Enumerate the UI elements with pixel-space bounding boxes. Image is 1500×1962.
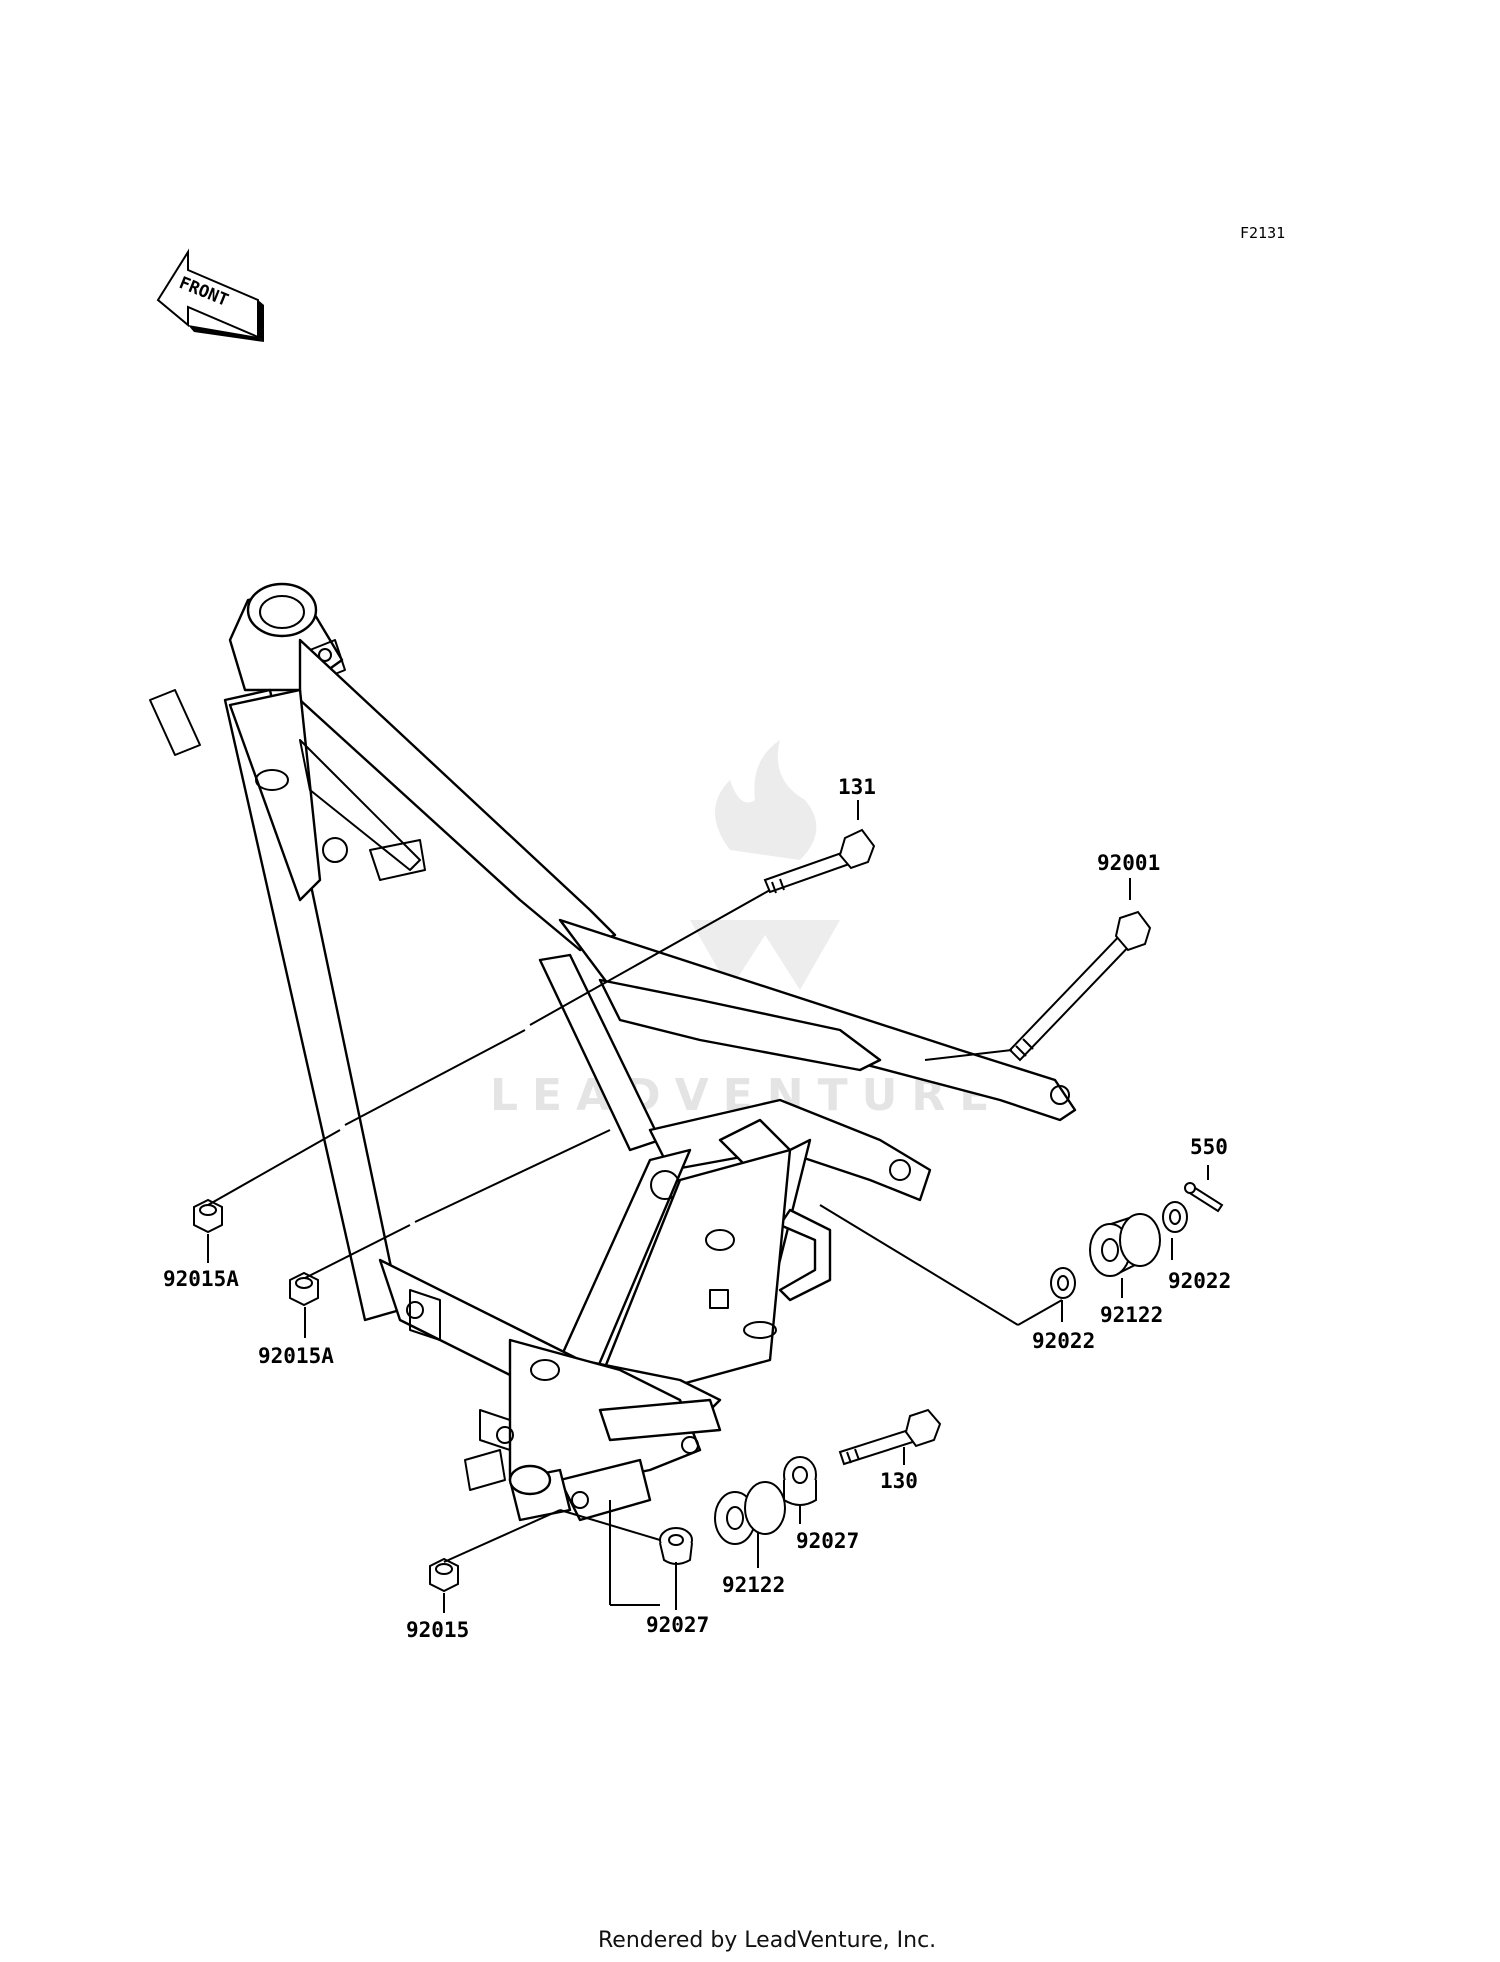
callout-92015: 92015 — [406, 1618, 469, 1642]
callouts: 131 92001 550 92015A 92015A 92015 92022 … — [163, 775, 1231, 1642]
collar-92027-b-icon — [783, 1456, 817, 1506]
nut-92015-icon — [429, 1557, 459, 1593]
collar-92027-a-icon — [659, 1527, 693, 1565]
bushing-92122-b-icon — [714, 1481, 786, 1545]
washer-92022-b-icon — [1162, 1201, 1188, 1233]
bolt-92001-icon — [1008, 910, 1152, 1062]
front-arrow-icon: FRONT — [156, 248, 264, 342]
callout-92022-left: 92022 — [1032, 1329, 1095, 1353]
callout-131: 131 — [838, 775, 876, 799]
bolt-131-icon — [763, 828, 876, 894]
callout-92122-upper: 92122 — [1100, 1303, 1163, 1327]
leader-lines — [207, 800, 1209, 1613]
nut-92015A-1-icon — [193, 1198, 223, 1234]
callout-92122-lower: 92122 — [722, 1573, 785, 1597]
diagram-code: F2131 — [1240, 224, 1285, 242]
frame-assembly — [149, 582, 1077, 1522]
bolt-130-icon — [838, 1408, 942, 1466]
callout-130: 130 — [880, 1469, 918, 1493]
washer-92022-a-icon — [1050, 1267, 1076, 1299]
nut-92015A-2-icon — [289, 1271, 319, 1307]
callout-92022-right: 92022 — [1168, 1269, 1231, 1293]
callout-92027-lower: 92027 — [646, 1613, 709, 1637]
cotter-pin-550-icon — [1184, 1182, 1224, 1213]
callout-92015a-1: 92015A — [163, 1267, 239, 1291]
footer-credit: Rendered by LeadVenture, Inc. — [598, 1928, 936, 1953]
callout-92015a-2: 92015A — [258, 1344, 334, 1368]
callout-550: 550 — [1190, 1135, 1228, 1159]
bushing-92122-a-icon — [1089, 1213, 1161, 1277]
callout-92027-upper: 92027 — [796, 1529, 859, 1553]
callout-92001: 92001 — [1097, 851, 1160, 875]
